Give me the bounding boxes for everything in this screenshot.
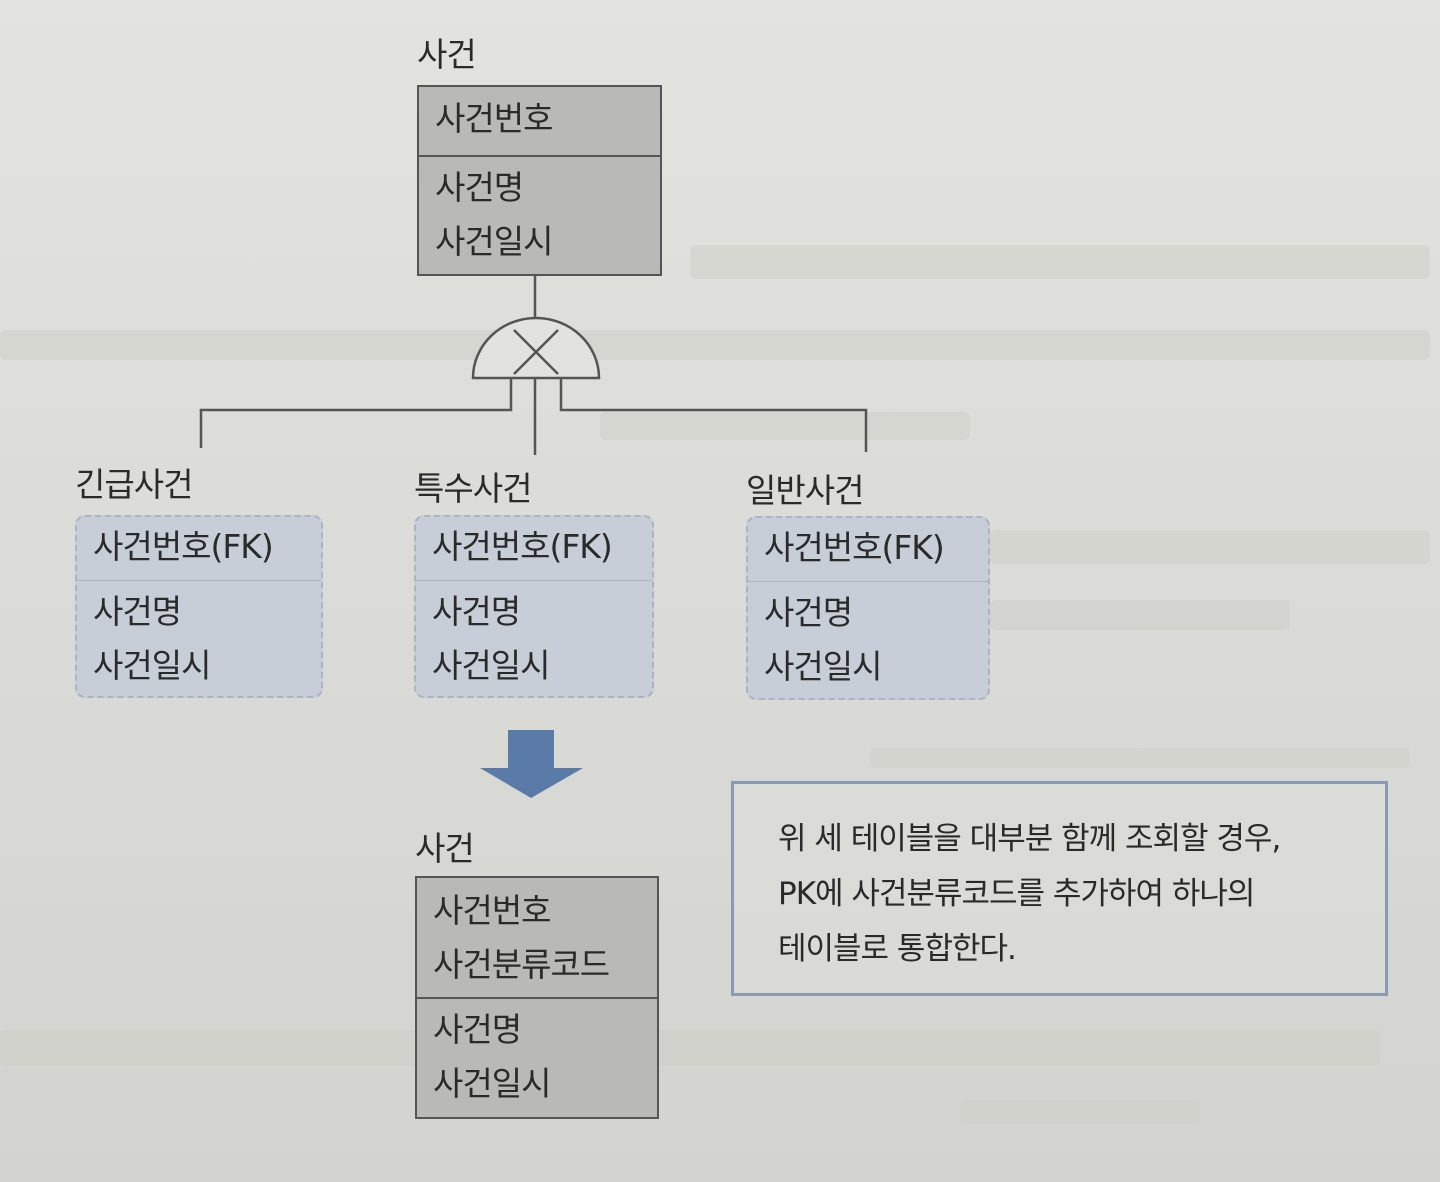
attribute-section: 사건명 사건일시 <box>77 581 321 693</box>
subtype-title: 특수사건 <box>414 469 532 508</box>
attribute-section: 사건명 사건일시 <box>748 582 988 694</box>
subtype-entity: 사건번호(FK) 사건명 사건일시 <box>414 515 654 698</box>
primary-key-section: 사건번호 사건분류코드 <box>417 878 657 999</box>
pk-attribute: 사건번호(FK) <box>93 527 274 566</box>
pk-attribute: 사건번호(FK) <box>432 527 613 566</box>
subtype-title: 긴급사건 <box>75 465 193 504</box>
attribute: 사건명 <box>764 593 853 632</box>
bleed-through-text <box>600 412 970 440</box>
attribute: 사건일시 <box>764 647 882 686</box>
bleed-through-text <box>0 330 1430 360</box>
exclusive-subtype-symbol <box>471 316 601 380</box>
attribute: 사건명 <box>433 1010 522 1049</box>
primary-key-section: 사건번호 <box>419 87 660 157</box>
note-line: 위 세 테이블을 대부분 함께 조회할 경우, <box>778 821 1281 857</box>
bleed-through-text <box>960 1100 1200 1124</box>
attribute: 사건명 <box>432 592 521 631</box>
pk-attribute: 사건분류코드 <box>433 945 610 984</box>
note-box: 위 세 테이블을 대부분 함께 조회할 경우, PK에 사건분류코드를 추가하여… <box>731 781 1388 996</box>
primary-key-section: 사건번호(FK) <box>77 517 321 581</box>
attribute: 사건일시 <box>432 646 550 685</box>
primary-key-section: 사건번호(FK) <box>748 518 988 582</box>
attribute-section: 사건명 사건일시 <box>419 157 660 269</box>
supertype-entity: 사건번호 사건명 사건일시 <box>417 85 662 276</box>
merged-entity: 사건번호 사건분류코드 사건명 사건일시 <box>415 876 659 1119</box>
primary-key-section: 사건번호(FK) <box>416 517 652 581</box>
exclusive-cross-line <box>513 329 559 375</box>
subtype-entity: 사건번호(FK) 사건명 사건일시 <box>746 516 990 700</box>
attribute-section: 사건명 사건일시 <box>416 581 652 693</box>
down-arrow-icon <box>480 730 583 798</box>
subtype-entity: 사건번호(FK) 사건명 사건일시 <box>75 515 323 698</box>
attribute-section: 사건명 사건일시 <box>417 999 657 1111</box>
note-line: PK에 사건분류코드를 추가하여 하나의 <box>778 876 1255 912</box>
pk-attribute: 사건번호(FK) <box>764 528 945 567</box>
attribute: 사건일시 <box>433 1064 551 1103</box>
attribute: 사건일시 <box>93 646 211 685</box>
bleed-through-text <box>990 530 1430 564</box>
bleed-through-text <box>990 600 1290 630</box>
pk-attribute: 사건번호 <box>435 99 553 138</box>
attribute: 사건명 <box>93 592 182 631</box>
merged-entity-title: 사건 <box>415 829 475 868</box>
attribute: 사건일시 <box>435 222 553 261</box>
supertype-title: 사건 <box>417 35 477 74</box>
note-line: 테이블로 통합한다. <box>778 931 1017 967</box>
bleed-through-text <box>870 748 1410 768</box>
subtype-connector-3 <box>559 378 868 452</box>
bleed-through-text <box>690 245 1430 279</box>
subtype-connector-1 <box>199 378 513 448</box>
attribute: 사건명 <box>435 168 524 207</box>
pk-attribute: 사건번호 <box>433 891 551 930</box>
subtype-title: 일반사건 <box>746 471 864 510</box>
bleed-through-text <box>0 1030 1380 1066</box>
